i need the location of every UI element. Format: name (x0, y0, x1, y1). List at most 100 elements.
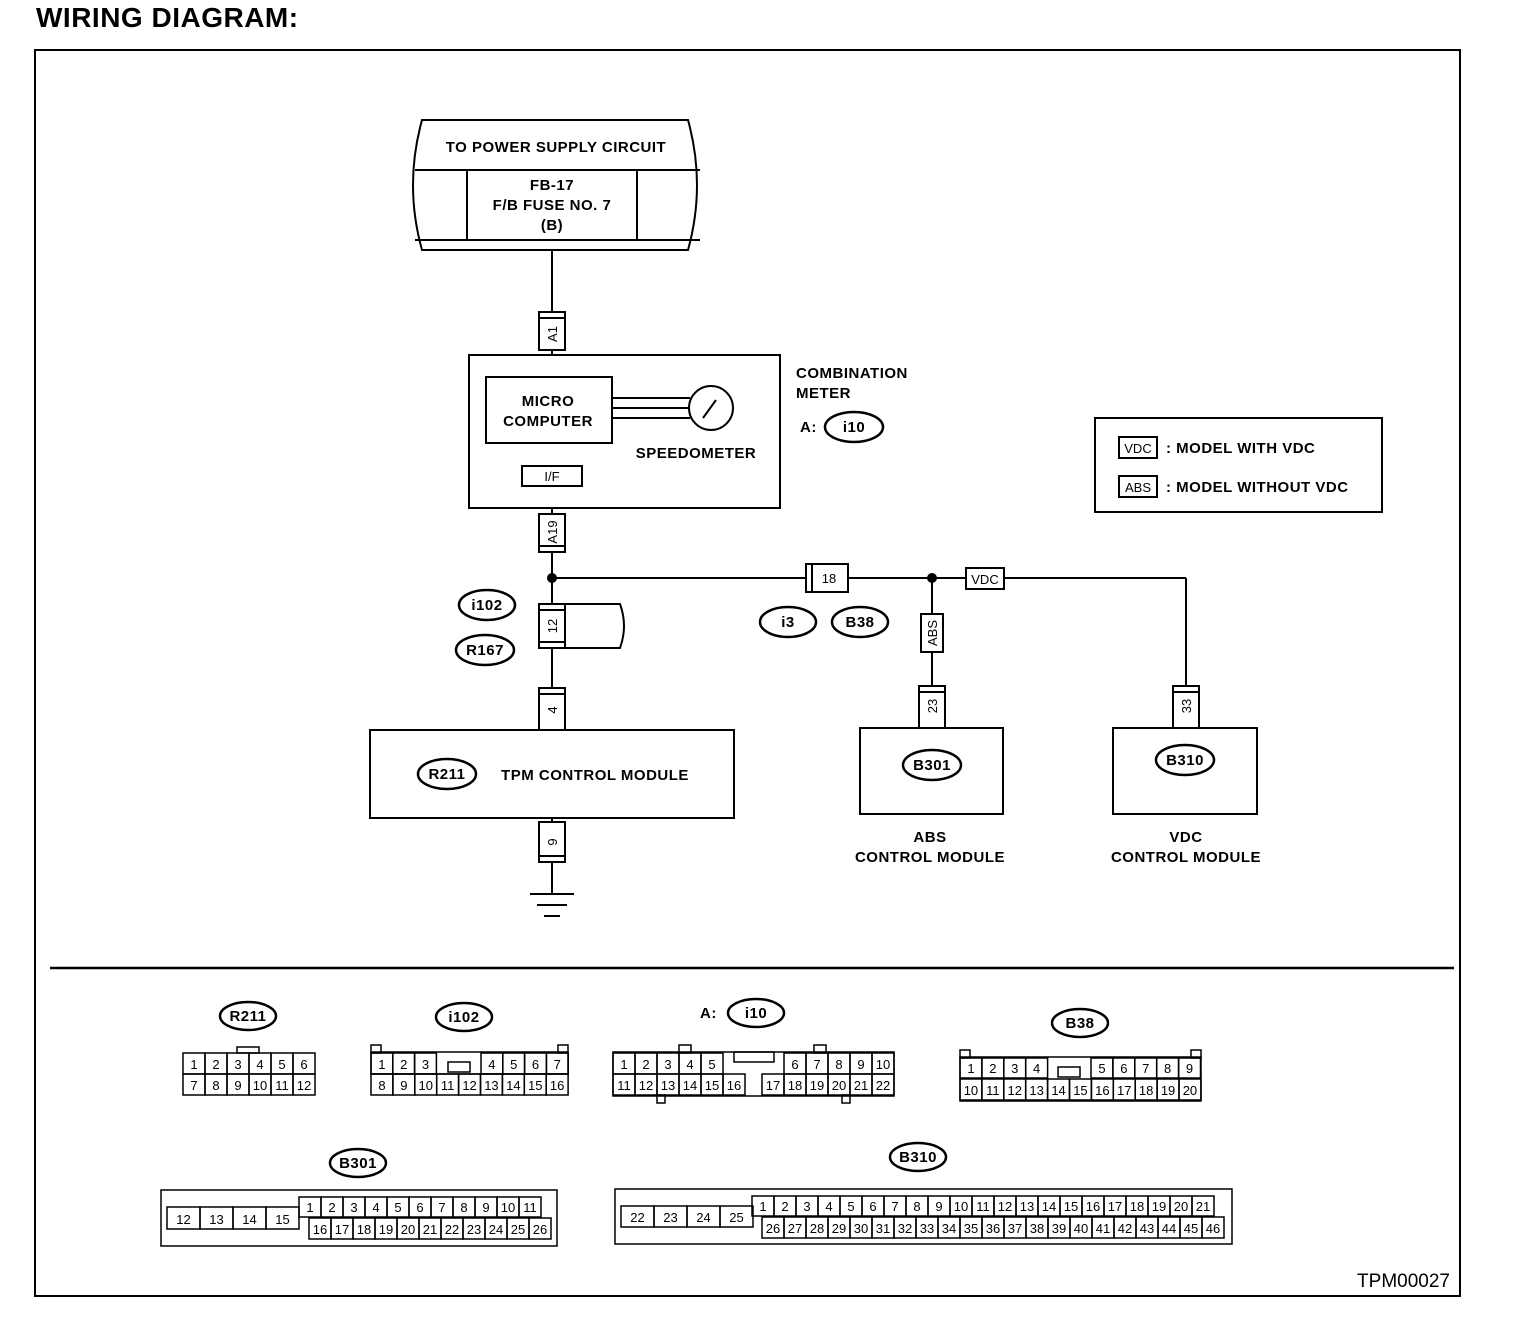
connector-id-label: R211 (229, 1008, 266, 1025)
svg-text:R211: R211 (428, 766, 465, 783)
legend-box: VDC : MODEL WITH VDC ABS : MODEL WITHOUT… (1094, 417, 1383, 513)
svg-text:B301: B301 (913, 757, 951, 774)
svg-text:CONTROL MODULE: CONTROL MODULE (1111, 849, 1261, 866)
legend-vdc-box: VDC (1124, 441, 1151, 456)
pin-cell (545, 1073, 569, 1096)
pin-number: 21 (1196, 1199, 1210, 1214)
svg-text:23: 23 (925, 699, 940, 713)
pin-number: 1 (378, 1057, 385, 1072)
pin-number: 12 (1008, 1083, 1022, 1098)
pin-number: 8 (212, 1078, 219, 1093)
pin-number: 7 (813, 1057, 820, 1072)
pin-number: 12 (176, 1212, 190, 1227)
terminal-18: 18 (805, 563, 849, 593)
pin-number: 15 (1073, 1083, 1087, 1098)
pin-number: 26 (766, 1221, 780, 1236)
pin-cell (722, 1073, 746, 1096)
fuse-line1: FB-17 (530, 177, 574, 194)
svg-text:CONTROL MODULE: CONTROL MODULE (855, 849, 1005, 866)
terminal-a19: A19 (538, 513, 566, 553)
combination-meter-title-1: COMBINATION (796, 365, 908, 382)
pin-number: 6 (869, 1199, 876, 1214)
pin-number: 3 (803, 1199, 810, 1214)
pin-cell (1201, 1216, 1225, 1239)
pin-number: 10 (954, 1199, 968, 1214)
pin-number: 2 (400, 1057, 407, 1072)
pin-number: 41 (1096, 1221, 1110, 1236)
pin-number: 22 (445, 1222, 459, 1237)
pin-number: 14 (1051, 1083, 1065, 1098)
terminal-4: 4 (538, 687, 566, 731)
pin-number: 4 (372, 1200, 379, 1215)
splice-dot-a19 (547, 573, 557, 583)
splice-dot-abs (927, 573, 937, 583)
pin-number: 9 (482, 1200, 489, 1215)
terminal-9: 9 (538, 821, 566, 863)
connector-id-badge (328, 1147, 388, 1179)
combination-meter: MICRO COMPUTER SPEEDOMETER I/F (468, 354, 781, 509)
pin-number: 5 (1098, 1061, 1105, 1076)
combination-meter-connector-prefix: A: (800, 419, 817, 436)
pin-number: 2 (212, 1057, 219, 1072)
pin-number: 3 (350, 1200, 357, 1215)
pin-number: 26 (533, 1222, 547, 1237)
interface-box (521, 465, 583, 487)
vdc-tag: VDC (965, 567, 1005, 590)
pin-number: 16 (313, 1222, 327, 1237)
pin-cell (265, 1206, 300, 1230)
pin-number: 21 (854, 1078, 868, 1093)
svg-text:i3: i3 (781, 614, 795, 631)
pin-number: 1 (620, 1057, 627, 1072)
pin-cell (1178, 1078, 1202, 1101)
pin-number: 9 (857, 1057, 864, 1072)
pin-number: 28 (810, 1221, 824, 1236)
pin-number: 17 (766, 1078, 780, 1093)
pin-number: 45 (1184, 1221, 1198, 1236)
pin-number: 4 (825, 1199, 832, 1214)
pin-number: 19 (1152, 1199, 1166, 1214)
pin-number: 13 (209, 1212, 223, 1227)
svg-text:I/F: I/F (544, 469, 559, 484)
pin-number: 1 (306, 1200, 313, 1215)
svg-text:SPEEDOMETER: SPEEDOMETER (636, 445, 757, 462)
pin-number: 7 (190, 1078, 197, 1093)
svg-text:VDC: VDC (1169, 829, 1202, 846)
pin-number: 3 (422, 1057, 429, 1072)
pin-cell (518, 1196, 542, 1218)
legend-abs-box: ABS (1125, 480, 1151, 495)
pin-number: 9 (935, 1199, 942, 1214)
connector-prefix: A: (700, 1005, 717, 1022)
terminal-33: 33 (1172, 685, 1200, 729)
pin-number: 10 (253, 1078, 267, 1093)
pin-number: 25 (511, 1222, 525, 1237)
pin-number: 13 (1020, 1199, 1034, 1214)
pin-number: 5 (708, 1057, 715, 1072)
abs-tag: ABS (920, 613, 944, 653)
pin-number: 15 (705, 1078, 719, 1093)
pin-number: 11 (275, 1078, 289, 1093)
connector-id-label: i10 (745, 1005, 767, 1022)
pin-cell (528, 1217, 552, 1240)
pin-number: 9 (400, 1078, 407, 1093)
connector-id-label: i102 (448, 1009, 479, 1026)
svg-text:33: 33 (1179, 699, 1194, 713)
main-wires (551, 250, 1187, 894)
svg-text:VDC: VDC (971, 572, 998, 587)
pin-number: 13 (484, 1078, 498, 1093)
connector-id-i3: i3 (758, 605, 818, 639)
tpm-control-module: R211 TPM CONTROL MODULE (369, 729, 735, 819)
pin-number: 3 (1011, 1061, 1018, 1076)
svg-text:COMPUTER: COMPUTER (503, 413, 593, 430)
pin-number: 14 (683, 1078, 697, 1093)
pin-number: 4 (256, 1057, 263, 1072)
pin-number: 39 (1052, 1221, 1066, 1236)
connector-id-badge (434, 1001, 494, 1033)
fuse-line2: F/B FUSE NO. 7 (493, 197, 612, 214)
pin-number: 29 (832, 1221, 846, 1236)
svg-text:12: 12 (545, 619, 560, 633)
connector-id-label: B38 (1065, 1015, 1094, 1032)
svg-text:ABS: ABS (925, 620, 940, 646)
